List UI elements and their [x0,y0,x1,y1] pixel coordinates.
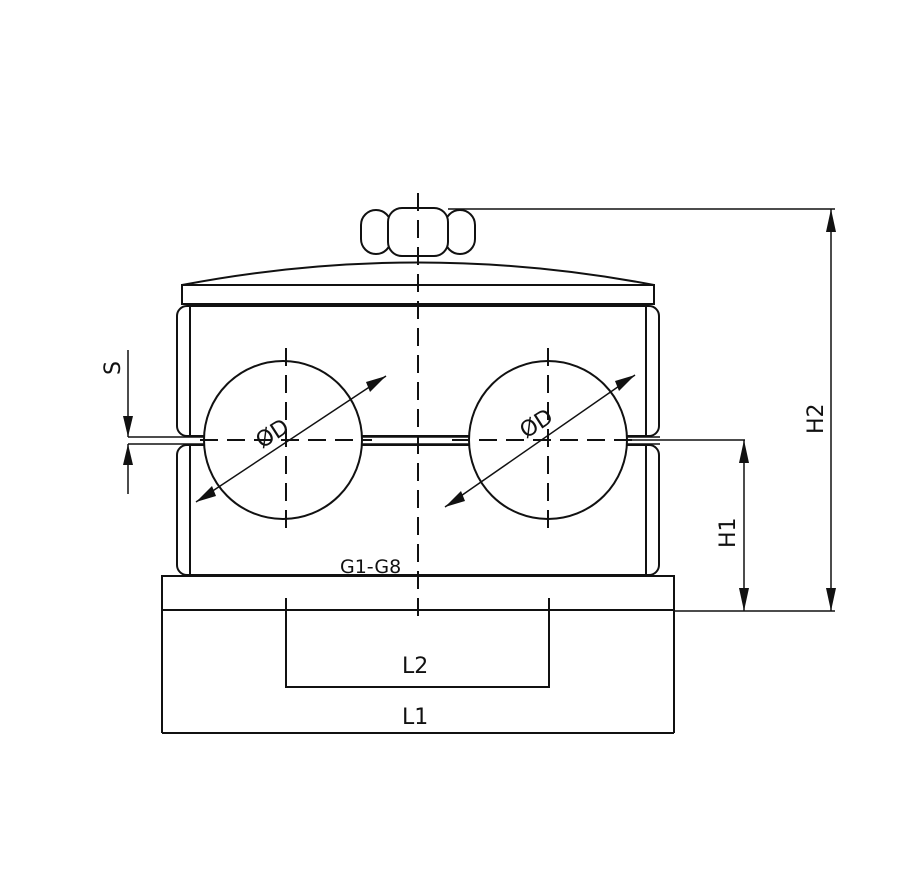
diameter-arrow-right-b [615,375,635,391]
base-plate-body [161,575,675,611]
dimension-h2: H2 [448,208,836,612]
diameter-arrow-left-a [196,486,216,502]
nut-left-lobe [360,209,392,255]
diameter-arrow-left-b [366,376,386,392]
s-label: S [101,361,126,375]
nut-right-lobe [444,209,476,255]
s-arrow-top [123,416,133,437]
dimension-h1: H1 [628,439,749,611]
h2-label: H2 [804,403,829,434]
s-arrow-bottom [123,444,133,465]
diameter-line-right [444,374,636,508]
diameter-arrow-right-a [445,491,465,507]
l2-label: L2 [402,654,428,679]
h1-arrow-top [739,440,749,463]
h2-arrow-bottom [826,588,836,611]
dimension-l1: L1 [162,705,674,734]
h1-arrow-bottom [739,588,749,611]
center-lines [200,193,640,622]
dimension-s: S [101,350,133,494]
h2-arrow-top [826,209,836,232]
group-range-label: G1-G8 [340,556,401,578]
dimension-l2: L2 [285,598,550,688]
l1-label: L1 [402,705,428,730]
h1-label: H1 [716,517,741,548]
diameter-line-left [195,375,387,503]
base-plate [161,575,675,733]
